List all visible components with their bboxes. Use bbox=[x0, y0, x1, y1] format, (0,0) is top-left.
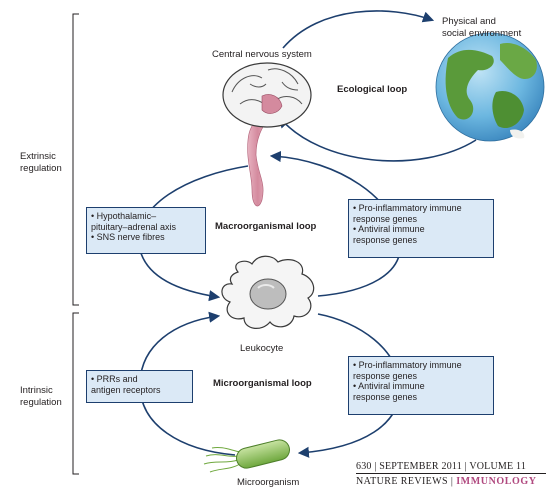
box-item: antigen receptors bbox=[91, 384, 161, 395]
leukocyte-icon bbox=[221, 255, 315, 329]
box-item: • Hypothalamic– bbox=[91, 211, 157, 221]
box-item: response genes bbox=[353, 370, 418, 381]
box-item: response genes bbox=[353, 391, 418, 402]
microorganism-label: Microorganism bbox=[237, 477, 300, 488]
journal-line: NATURE REVIEWS | IMMUNOLOGY bbox=[356, 476, 537, 487]
issue-info: 630 | SEPTEMBER 2011 | VOLUME 11 bbox=[356, 461, 527, 472]
micro-genes-box: • Pro-inflammatory immune response genes… bbox=[348, 356, 494, 415]
brain-icon bbox=[222, 62, 312, 207]
extrinsic-bracket bbox=[72, 13, 79, 306]
box-item: • Antiviral immune bbox=[353, 381, 425, 391]
intrinsic-regulation-label: Intrinsic regulation bbox=[20, 385, 62, 408]
physical-environment-label: Physical and social environment bbox=[442, 16, 522, 39]
ecological-loop-label: Ecological loop bbox=[337, 84, 408, 95]
extrinsic-regulation-label: Extrinsic regulation bbox=[20, 151, 62, 174]
box-item: • Antiviral immune bbox=[353, 224, 425, 234]
microorganismal-loop-label: Microorganismal loop bbox=[213, 378, 312, 389]
intrinsic-bracket bbox=[72, 312, 79, 475]
box-item: • Pro-inflammatory immune bbox=[353, 203, 462, 213]
cns-label: Central nervous system bbox=[212, 49, 312, 60]
box-item: • SNS nerve fibres bbox=[91, 232, 165, 242]
microorganism-icon bbox=[203, 439, 290, 473]
macroorganismal-loop-label: Macroorganismal loop bbox=[215, 221, 317, 232]
ecological-arrow-out bbox=[282, 10, 435, 49]
footer-rule bbox=[356, 473, 546, 474]
hpa-sns-box: • Hypothalamic– pituitary–adrenal axis •… bbox=[86, 207, 206, 254]
box-item: • Pro-inflammatory immune bbox=[353, 360, 462, 370]
prr-box: • PRRs and antigen receptors bbox=[86, 370, 193, 403]
globe-icon bbox=[435, 32, 545, 142]
journal-name: IMMUNOLOGY bbox=[456, 476, 537, 487]
box-item: response genes bbox=[353, 213, 418, 224]
box-item: • PRRs and bbox=[91, 374, 138, 384]
macro-genes-box: • Pro-inflammatory immune response genes… bbox=[348, 199, 494, 258]
leukocyte-label: Leukocyte bbox=[240, 343, 284, 354]
box-item: response genes bbox=[353, 234, 418, 245]
publisher-name: NATURE REVIEWS | bbox=[356, 476, 457, 487]
box-item: pituitary–adrenal axis bbox=[91, 221, 177, 232]
ecological-arrow-in bbox=[278, 116, 477, 162]
